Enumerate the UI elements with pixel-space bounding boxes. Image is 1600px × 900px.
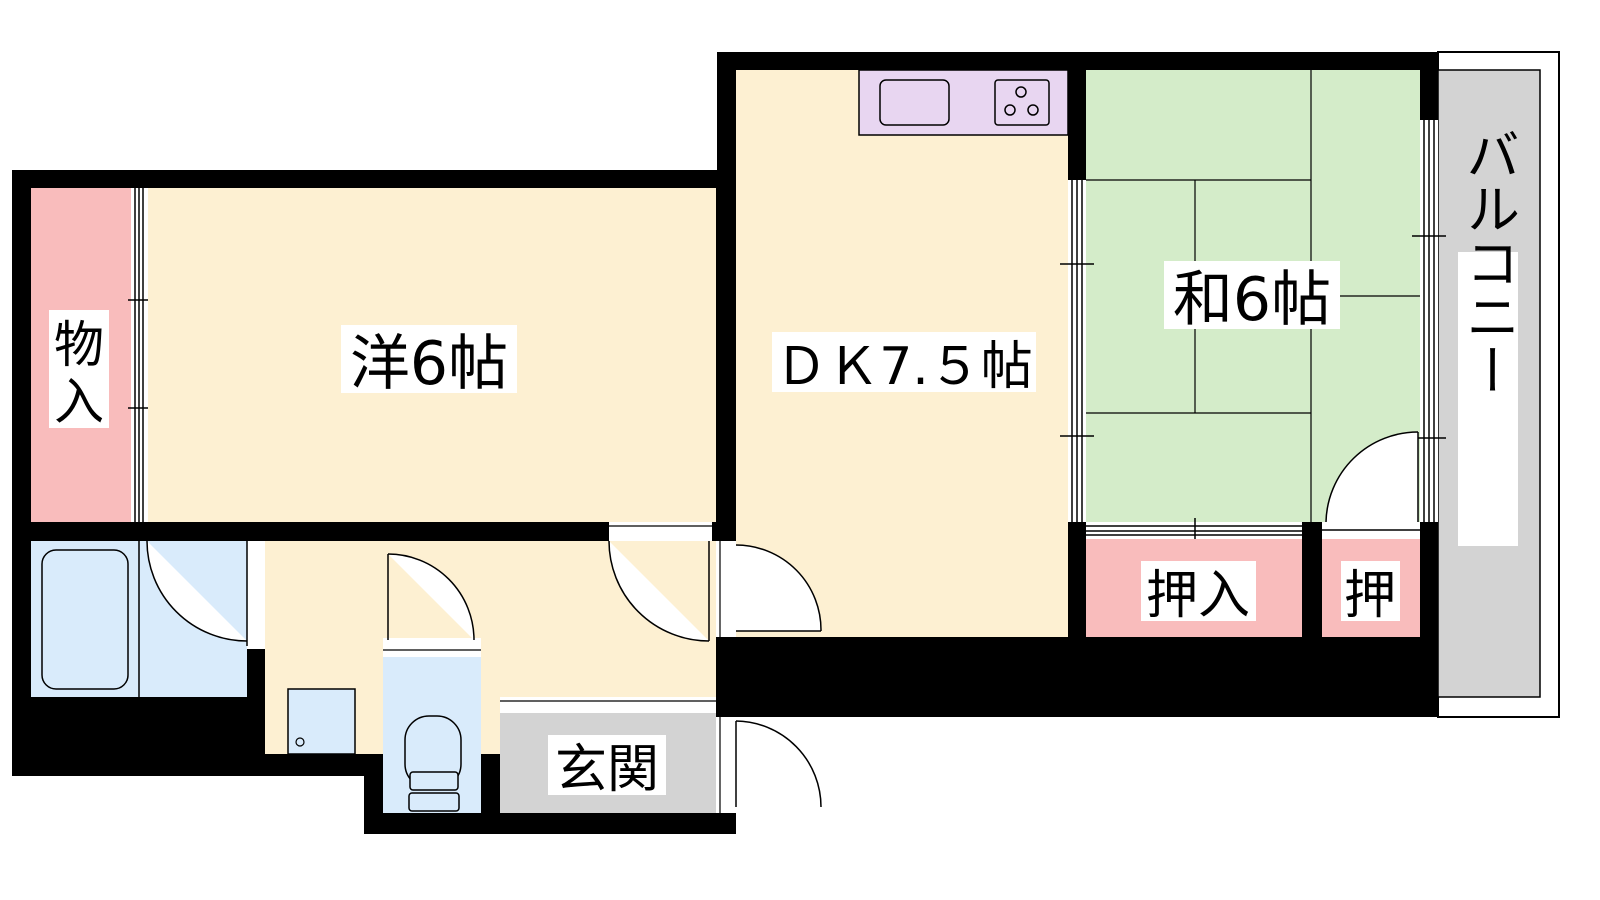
japanese-room-sliding-door[interactable] xyxy=(1060,180,1094,522)
kitchen-counter xyxy=(858,69,1069,136)
balcony-window[interactable] xyxy=(1412,120,1446,522)
dk-label: ＤＫ7.５帖 xyxy=(775,337,1033,397)
closet-small-label-group: 押 xyxy=(1341,561,1400,626)
closet-small-label: 押 xyxy=(1344,566,1396,626)
balcony-label: バルコニー xyxy=(1457,127,1520,397)
western-room-label: 洋6帖 xyxy=(350,329,508,399)
closet-main-label-group: 押入 xyxy=(1141,561,1256,626)
storage-label-line2: 入 xyxy=(54,373,104,431)
bathroom-door-swing[interactable] xyxy=(146,540,265,649)
storage-label-group: 物 入 xyxy=(49,310,109,431)
entrance-label: 玄関 xyxy=(555,740,659,800)
storage-label-line1: 物 xyxy=(54,316,104,374)
japanese-room-label: 和6帖 xyxy=(1173,265,1331,335)
washing-machine-icon xyxy=(287,688,356,755)
small-closet-door[interactable] xyxy=(1322,522,1420,539)
closet-main-label: 押入 xyxy=(1146,566,1250,626)
bathtub-icon xyxy=(41,549,129,690)
dk-label-group: ＤＫ7.５帖 xyxy=(772,332,1036,397)
western-room-door-swing[interactable] xyxy=(608,522,712,642)
western-room-label-group: 洋6帖 xyxy=(341,325,517,399)
dk-door-swing[interactable] xyxy=(716,541,822,637)
storage-sliding-door[interactable] xyxy=(128,188,150,522)
sink-icon xyxy=(879,79,950,126)
entrance-step xyxy=(500,697,716,713)
entrance-label-group: 玄関 xyxy=(548,735,666,800)
toilet-icon xyxy=(404,715,462,812)
balcony-label-group: バルコニー xyxy=(1457,127,1520,546)
stove-icon xyxy=(994,79,1050,126)
front-door-swing[interactable] xyxy=(716,717,822,813)
japanese-room-door-swing[interactable] xyxy=(1325,431,1419,523)
toilet-door-swing[interactable] xyxy=(383,553,481,657)
japanese-room-label-group: 和6帖 xyxy=(1164,261,1340,335)
closet-sliding-door[interactable] xyxy=(1086,518,1302,542)
